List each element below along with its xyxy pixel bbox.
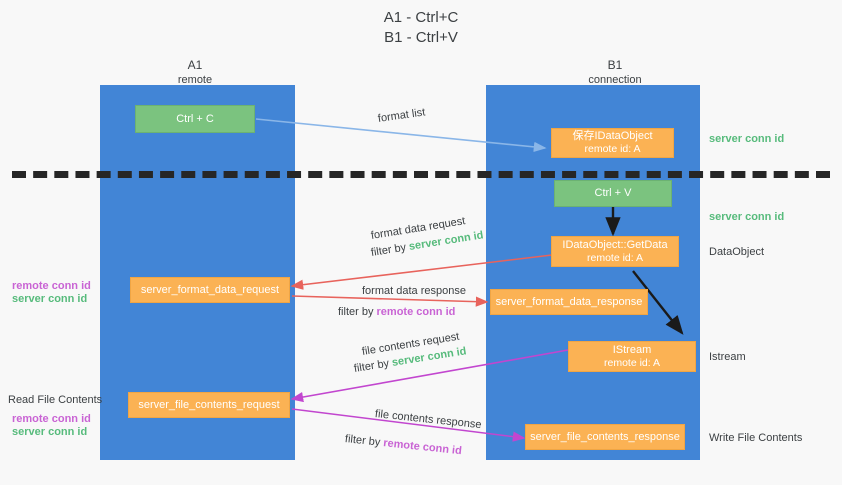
label-file-contents-response: file contents response bbox=[374, 408, 483, 432]
left-label-remote-conn-id-1: remote conn id bbox=[12, 280, 91, 292]
left-label-server-conn-id-1: server conn id bbox=[12, 293, 88, 305]
label-format-data-response-filter: filter by remote conn id bbox=[338, 305, 455, 319]
box-save-dataobject-line2: remote id: A bbox=[584, 143, 641, 155]
filter-value-remote-conn-id: remote conn id bbox=[376, 306, 456, 318]
filter-value-remote-conn-id: remote conn id bbox=[382, 437, 463, 458]
lane-a1-title: A1 bbox=[187, 58, 203, 72]
left-label-server-conn-id-2: server conn id bbox=[12, 426, 88, 438]
filter-prefix: filter by bbox=[353, 357, 393, 375]
lane-header-b1: B1 connection bbox=[545, 58, 685, 88]
box-ctrl-c-label: Ctrl + C bbox=[176, 112, 214, 125]
filter-prefix: filter by bbox=[370, 241, 410, 259]
box-save-dataobject-line1: 保存IDataObject bbox=[572, 130, 653, 142]
box-ctrl-v-label: Ctrl + V bbox=[594, 187, 632, 199]
filter-prefix: filter by bbox=[338, 306, 377, 318]
box-server-file-contents-request[interactable]: server_file_contents_request bbox=[128, 392, 290, 418]
box-server-file-contents-response[interactable]: server_file_contents_response bbox=[525, 424, 685, 450]
box-ctrl-v[interactable]: Ctrl + V bbox=[554, 180, 672, 207]
right-label-server-conn-id-mid: server conn id bbox=[709, 211, 785, 223]
right-label-server-conn-id-top: server conn id bbox=[709, 133, 785, 145]
box-istream-line1: IStream bbox=[612, 343, 652, 356]
right-label-write-file-contents: Write File Contents bbox=[709, 432, 803, 444]
title-line-2: B1 - Ctrl+V bbox=[384, 29, 458, 46]
lane-header-a1: A1 remote bbox=[125, 58, 265, 88]
box-getdata-line1: IDataObject::GetData bbox=[562, 238, 668, 251]
page-title: A1 - Ctrl+C B1 - Ctrl+V bbox=[0, 8, 842, 48]
box-ctrl-c[interactable]: Ctrl + C bbox=[135, 105, 255, 133]
label-file-contents-response-filter: filter by remote conn id bbox=[344, 432, 462, 458]
phase-divider bbox=[12, 171, 830, 178]
box-server-format-data-request[interactable]: server_format_data_request bbox=[130, 277, 290, 303]
filter-prefix: filter by bbox=[344, 433, 384, 449]
box-idataobject-getdata[interactable]: IDataObject::GetData remote id: A bbox=[551, 236, 679, 267]
box-istream-line2: remote id: A bbox=[603, 356, 661, 369]
box-file-req-label: server_file_contents_request bbox=[138, 398, 280, 411]
box-save-dataobject[interactable]: 保存IDataObject remote id: A bbox=[551, 128, 674, 158]
title-line-1: A1 - Ctrl+C bbox=[383, 9, 459, 26]
lane-b1-title: B1 bbox=[607, 58, 623, 72]
left-label-read-file-contents: Read File Contents bbox=[8, 394, 103, 406]
box-fmt-resp-label: server_format_data_response bbox=[495, 295, 643, 308]
label-format-list: format list bbox=[377, 106, 427, 125]
label-format-data-response: format data response bbox=[362, 285, 466, 297]
lane-b1-subtitle: connection bbox=[588, 74, 642, 86]
right-label-dataobject: DataObject bbox=[709, 246, 765, 258]
box-server-format-data-response[interactable]: server_format_data_response bbox=[490, 289, 648, 315]
box-file-resp-label: server_file_contents_response bbox=[530, 430, 680, 443]
right-label-istream: Istream bbox=[709, 351, 746, 363]
box-getdata-line2: remote id: A bbox=[586, 251, 644, 264]
box-istream[interactable]: IStream remote id: A bbox=[568, 341, 696, 372]
box-fmt-req-label: server_format_data_request bbox=[140, 283, 280, 296]
lane-a1-subtitle: remote bbox=[177, 74, 213, 86]
left-label-remote-conn-id-2: remote conn id bbox=[12, 413, 91, 425]
